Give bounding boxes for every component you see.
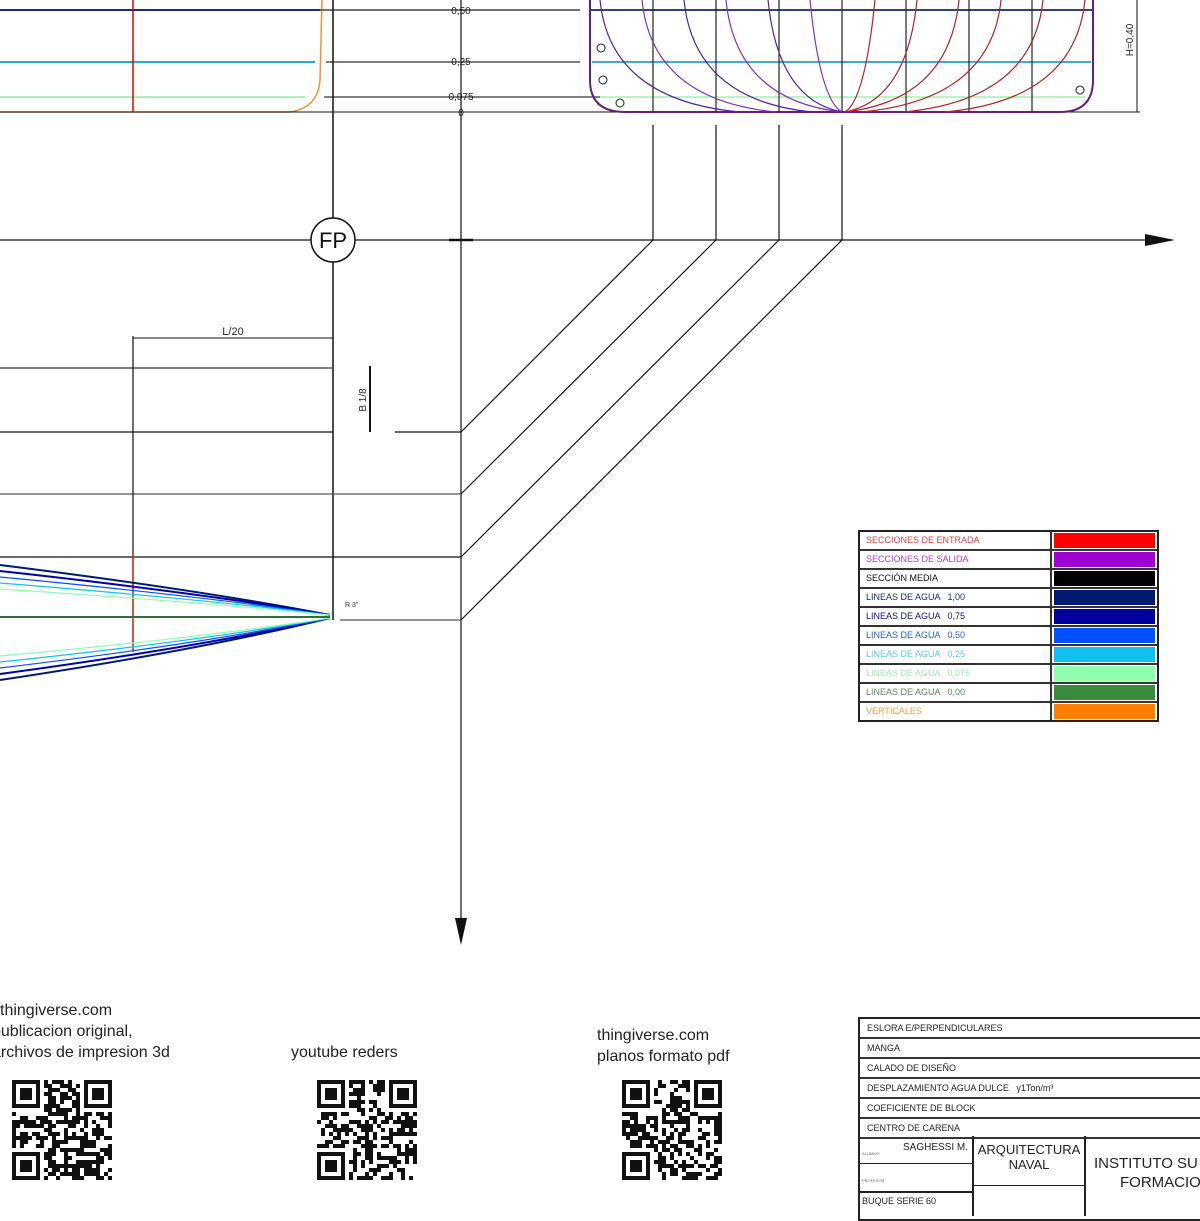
marker-circle — [596, 43, 606, 53]
qr-code-youtube[interactable] — [317, 1080, 417, 1180]
projection-lines — [460, 125, 843, 621]
link-line: archivos de impresion 3d — [0, 1044, 170, 1061]
legend-label: VERTICALES — [860, 703, 1052, 720]
legend-row: SECCIONES DE SALIDA — [860, 551, 1157, 570]
waterline-half-breadth — [0, 570, 331, 616]
marker-circle — [598, 75, 608, 85]
legend-swatch — [1054, 571, 1155, 586]
ship-name: BUQUE SERIE 60 — [862, 1196, 937, 1206]
section-curve-aft — [725, 0, 843, 113]
color-legend: SECCIONES DE ENTRADA SECCIONES DE SALIDA S… — [858, 530, 1159, 722]
legend-row: VERTICALES — [860, 703, 1157, 720]
waterline-half-breadth — [0, 588, 331, 616]
legend-row: SECCIÓN MEDIA — [860, 570, 1157, 589]
waterline-half-breadth — [0, 617, 331, 669]
legend-row: LINEAS DE AGUA 1,00 — [860, 589, 1157, 608]
link-line: publicacion original, — [0, 1023, 133, 1040]
title-block-row: ESLORA E/PERPENDICULARES — [860, 1019, 1200, 1039]
legend-label: LINEAS DE AGUA 0,25 — [860, 646, 1052, 663]
title-block-row: MANGA — [860, 1039, 1200, 1059]
link-line: thingiverse.com — [597, 1027, 710, 1044]
link-line: thingiverse.com — [0, 1002, 113, 1019]
section-curve-aft — [809, 0, 843, 113]
legend-swatch — [1054, 628, 1155, 643]
height-label: H=0,40 — [1125, 23, 1136, 56]
title-block-row: CENTRO DE CARENA — [860, 1119, 1200, 1139]
link-text-1: thingiverse.com publicacion original, ar… — [0, 1000, 170, 1063]
legend-row: LINEAS DE AGUA 0,25 — [860, 646, 1157, 665]
legend-swatch — [1054, 685, 1155, 700]
legend-swatch — [1054, 533, 1155, 548]
half-breadth-waterlines — [0, 564, 331, 681]
legend-swatch — [1054, 552, 1155, 567]
institute-line-1: INSTITUTO SU — [1094, 1155, 1198, 1172]
legend-swatch — [1054, 590, 1155, 605]
legend-row: LINEAS DE AGUA 0,00 — [860, 684, 1157, 703]
arrow-down-icon — [455, 918, 467, 945]
legend-label: SECCIONES DE SALIDA — [860, 551, 1052, 568]
legend-label: LINEAS DE AGUA 1,00 — [860, 589, 1052, 606]
section-curve-fwd — [860, 0, 1002, 113]
b-label: B 1/8 — [358, 388, 369, 412]
section-curve-aft — [767, 0, 843, 113]
legend-label: LINEAS DE AGUA 0,75 — [860, 608, 1052, 625]
title-block-row: CALADO DE DISEÑO — [860, 1059, 1200, 1079]
section-curve-fwd — [902, 0, 1044, 113]
marker-circle — [1075, 85, 1085, 95]
legend-swatch — [1054, 609, 1155, 624]
legend-row: LINEAS DE AGUA 0,75 — [860, 608, 1157, 627]
author-name: SAGHESSI M. — [902, 1142, 968, 1153]
arrow-right-icon — [1145, 234, 1175, 246]
section-curve-aft — [641, 0, 777, 113]
legend-row: LINEAS DE AGUA 0,50 — [860, 627, 1157, 646]
waterline-half-breadth — [0, 617, 331, 663]
waterline-half-breadth — [0, 582, 331, 616]
legend-label: SECCIÓN MEDIA — [860, 570, 1052, 587]
link-text-3: thingiverse.com planos formato pdf — [597, 1025, 730, 1067]
section-curve-aft — [683, 0, 813, 113]
legend-swatch — [1054, 647, 1155, 662]
section-curve-fwd — [844, 0, 918, 113]
waterline-half-breadth — [0, 576, 331, 616]
legend-label: LINEAS DE AGUA 0,50 — [860, 627, 1052, 644]
title-block-row: COEFICIENTE DE BLOCK — [860, 1099, 1200, 1119]
waterline-half-breadth — [0, 617, 331, 657]
fp-circle — [310, 217, 356, 263]
legend-row: SECCIONES DE ENTRADA — [860, 532, 1157, 551]
qr-code-thingiverse-original[interactable] — [12, 1080, 112, 1180]
radius-label: R 3" — [345, 602, 359, 609]
waterline-half-breadth — [0, 617, 331, 675]
professor-caption: PROFESOR — [862, 1178, 885, 1183]
section-curve-fwd — [844, 0, 960, 113]
marker-circle — [615, 98, 625, 108]
qr-code-thingiverse-pdf[interactable] — [622, 1080, 722, 1180]
legend-label: SECCIONES DE ENTRADA — [860, 532, 1052, 549]
legend-swatch — [1054, 666, 1155, 681]
institute-line-2: FORMACION — [1120, 1174, 1200, 1191]
legend-label: LINEAS DE AGUA 0,00 — [860, 684, 1052, 701]
section-curve-fwd — [944, 0, 1086, 113]
link-line: youtube reders — [291, 1044, 398, 1061]
legend-row: LINEAS DE AGUA 0,075 — [860, 665, 1157, 684]
l20-label: L/20 — [222, 326, 243, 338]
link-line: planos formato pdf — [597, 1048, 730, 1065]
title-block-row: DESPLAZAMIENTO AGUA DULCE γ1Ton/m³ — [860, 1079, 1200, 1099]
section-curve-aft — [599, 0, 741, 113]
link-text-2: youtube reders — [291, 1042, 398, 1063]
subject: ARQUITECTURA NAVAL — [974, 1136, 1084, 1186]
legend-swatch — [1054, 704, 1155, 719]
stem-profile-curve — [0, 0, 323, 113]
legend-label: LINEAS DE AGUA 0,075 — [860, 665, 1052, 682]
fp-label: FP — [319, 228, 347, 253]
author-caption: ALUMNO — [862, 1151, 880, 1156]
section-curve-fwd — [844, 0, 876, 113]
